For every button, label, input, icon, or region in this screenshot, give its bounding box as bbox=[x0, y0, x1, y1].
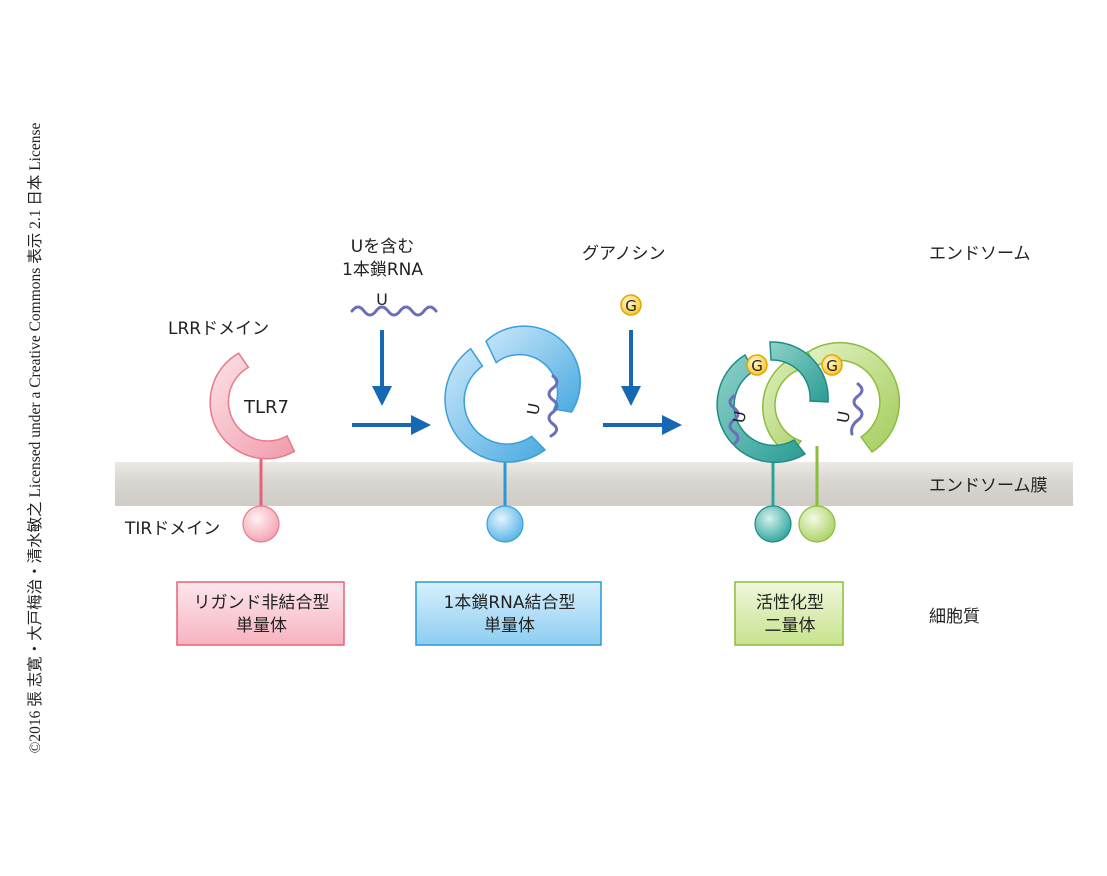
guanosine-bound-green bbox=[821, 354, 843, 376]
endosome-membrane bbox=[115, 462, 1073, 506]
guanosine-free bbox=[620, 294, 642, 316]
lrr-ring-green bbox=[807, 341, 901, 454]
endosome-label: エンドソーム bbox=[929, 244, 1031, 264]
lrr-ring-teal bbox=[716, 353, 807, 464]
u-marker-green: U bbox=[833, 410, 854, 425]
g-marker-teal: G bbox=[751, 357, 763, 375]
state-bound-line1: 1本鎖RNA結合型 bbox=[443, 592, 576, 613]
guanosine-bound-teal bbox=[746, 354, 768, 376]
ssrna-strand-green bbox=[850, 382, 864, 436]
endosome-membrane-label: エンドソーム膜 bbox=[929, 476, 1048, 496]
lrr-domain-label: LRRドメイン bbox=[168, 319, 270, 339]
state-box-unbound: リガンド非結合型 単量体 bbox=[177, 582, 346, 647]
lrr-ring-bound bbox=[444, 347, 547, 463]
guanosine-label: グアノシン bbox=[582, 244, 666, 264]
ssrna-strand-bound bbox=[547, 374, 559, 438]
lrr-ring-green-left bbox=[762, 351, 817, 456]
ssrna-ligand-strand bbox=[350, 305, 438, 317]
ssrna-label-line2: 1本鎖RNA bbox=[342, 260, 423, 280]
tlr7-unbound-monomer bbox=[209, 352, 296, 543]
tir-domain-teal bbox=[754, 505, 792, 543]
lrr-ring-teal-upper bbox=[769, 341, 829, 403]
tlr7-ssrna-bound-monomer: U bbox=[444, 325, 581, 543]
g-marker-free: G bbox=[625, 297, 637, 315]
u-marker-teal: U bbox=[729, 410, 750, 425]
tir-domain-green bbox=[798, 505, 836, 543]
tir-domain-pink bbox=[242, 505, 280, 543]
state-unbound-line2: 単量体 bbox=[236, 615, 287, 636]
state-unbound-line1: リガンド非結合型 bbox=[193, 592, 330, 613]
state-bound-line2: 単量体 bbox=[484, 615, 535, 636]
tlr7-label: TLR7 bbox=[244, 397, 289, 418]
lrr-ring-unbound bbox=[209, 352, 296, 460]
u-marker-bound: U bbox=[523, 402, 544, 417]
g-marker-green: G bbox=[826, 357, 838, 375]
ssrna-label-line1: Uを含む bbox=[350, 237, 415, 257]
tir-domain-blue bbox=[486, 505, 524, 543]
ssrna-strand-teal bbox=[728, 394, 740, 446]
state-box-ssrna-bound: 1本鎖RNA結合型 単量体 bbox=[416, 582, 603, 647]
lrr-ring-bound-upper bbox=[485, 325, 581, 413]
state-active-line2: 二量体 bbox=[764, 615, 816, 636]
u-marker-free: U bbox=[376, 290, 388, 309]
state-active-line1: 活性化型 bbox=[756, 592, 824, 613]
tir-domain-label: TIRドメイン bbox=[125, 519, 221, 539]
cytoplasm-label: 細胞質 bbox=[929, 607, 980, 627]
state-box-active-dimer: 活性化型 二量体 bbox=[735, 582, 845, 647]
tlr7-active-dimer: U U G G bbox=[716, 341, 901, 543]
